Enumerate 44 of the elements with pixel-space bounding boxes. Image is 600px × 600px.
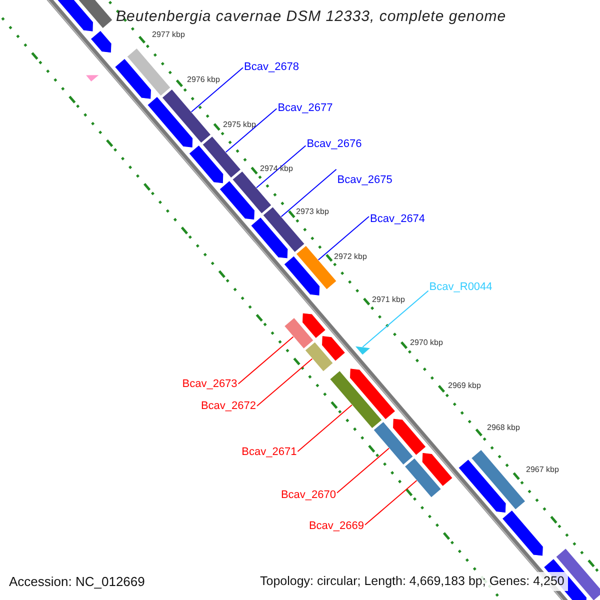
scale-label: 2971 kbp	[372, 296, 405, 304]
leader-line	[364, 480, 418, 526]
gene-label: Bcav_2672	[200, 401, 256, 412]
gene-label: Bcav_2671	[242, 446, 297, 458]
gene-bar	[202, 136, 242, 178]
gene-label: Bcav_2674	[370, 214, 426, 225]
scale-label: 2975 kbp	[223, 121, 256, 129]
leader-line	[225, 108, 278, 153]
scale-label: 2976 kbp	[187, 76, 220, 84]
leader-line	[280, 168, 337, 218]
leader-line	[362, 290, 429, 348]
scale-label: 2972 kbp	[334, 253, 367, 261]
leader-line	[190, 67, 244, 112]
leader-line	[297, 404, 352, 452]
triangle-marker	[354, 346, 372, 356]
leader-line	[318, 216, 370, 260]
gene-label: Bcav_R0044	[429, 282, 492, 293]
scale-label: 2969 kbp	[448, 382, 481, 390]
gene-bar	[404, 458, 442, 498]
gene-label: Bcav_2677	[278, 103, 333, 114]
gene-label: Bcav_2676	[306, 139, 362, 150]
scale-label: 2977 kbp	[152, 31, 185, 39]
accession-text: Accession: NC_012669	[9, 575, 145, 588]
gene-bar	[372, 421, 414, 466]
gene-label: Bcav_2673	[182, 379, 238, 390]
scale-label: 2967 kbp	[526, 466, 559, 474]
gene-bar	[284, 317, 314, 350]
gene-bar	[232, 170, 272, 214]
title: Beutenbergia cavernae DSM 12333, complete genome	[116, 9, 506, 24]
leader-line	[256, 145, 306, 188]
gene-bar	[162, 88, 212, 144]
gene-bar	[329, 370, 382, 429]
gene-label: Bcav_2669	[308, 520, 364, 532]
gene-label: Bcav_2670	[280, 490, 336, 501]
scale-label: 2968 kbp	[487, 424, 520, 432]
leader-line	[336, 448, 390, 494]
gene-label: Bcav_2678	[244, 62, 300, 73]
scale-label: 2973 kbp	[296, 208, 329, 216]
leader-line	[238, 336, 294, 384]
gene-label: Bcav_2675	[337, 175, 392, 186]
leader-line	[256, 358, 313, 406]
scale-label: 2974 kbp	[260, 165, 293, 173]
scale-label: 2970 kbp	[410, 339, 443, 347]
gene-bar	[304, 341, 334, 372]
